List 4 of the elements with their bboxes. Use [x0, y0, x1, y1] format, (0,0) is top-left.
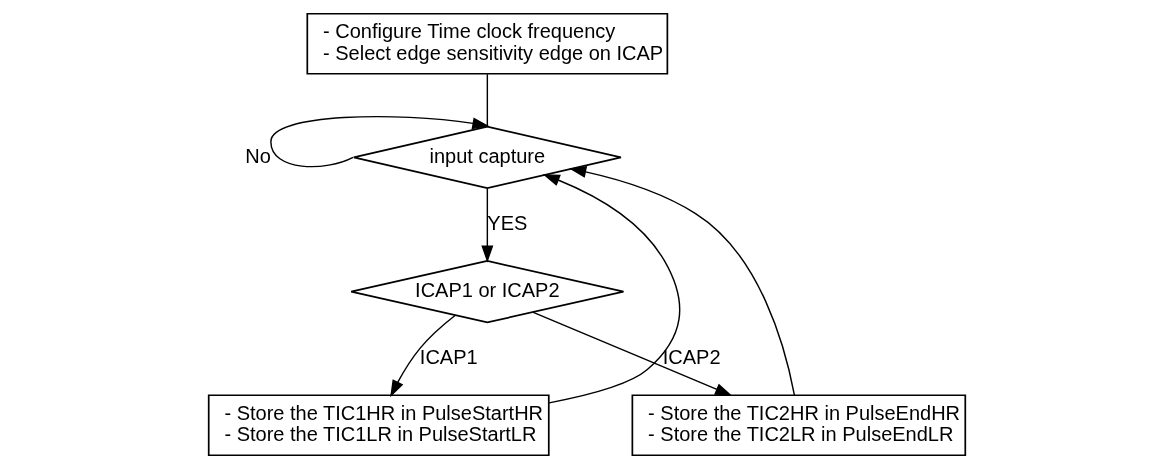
edge-label: ICAP1: [419, 346, 478, 369]
edge-label: No: [244, 144, 271, 167]
edge-label: YES: [486, 211, 527, 234]
edge-label: ICAP2: [662, 346, 721, 369]
